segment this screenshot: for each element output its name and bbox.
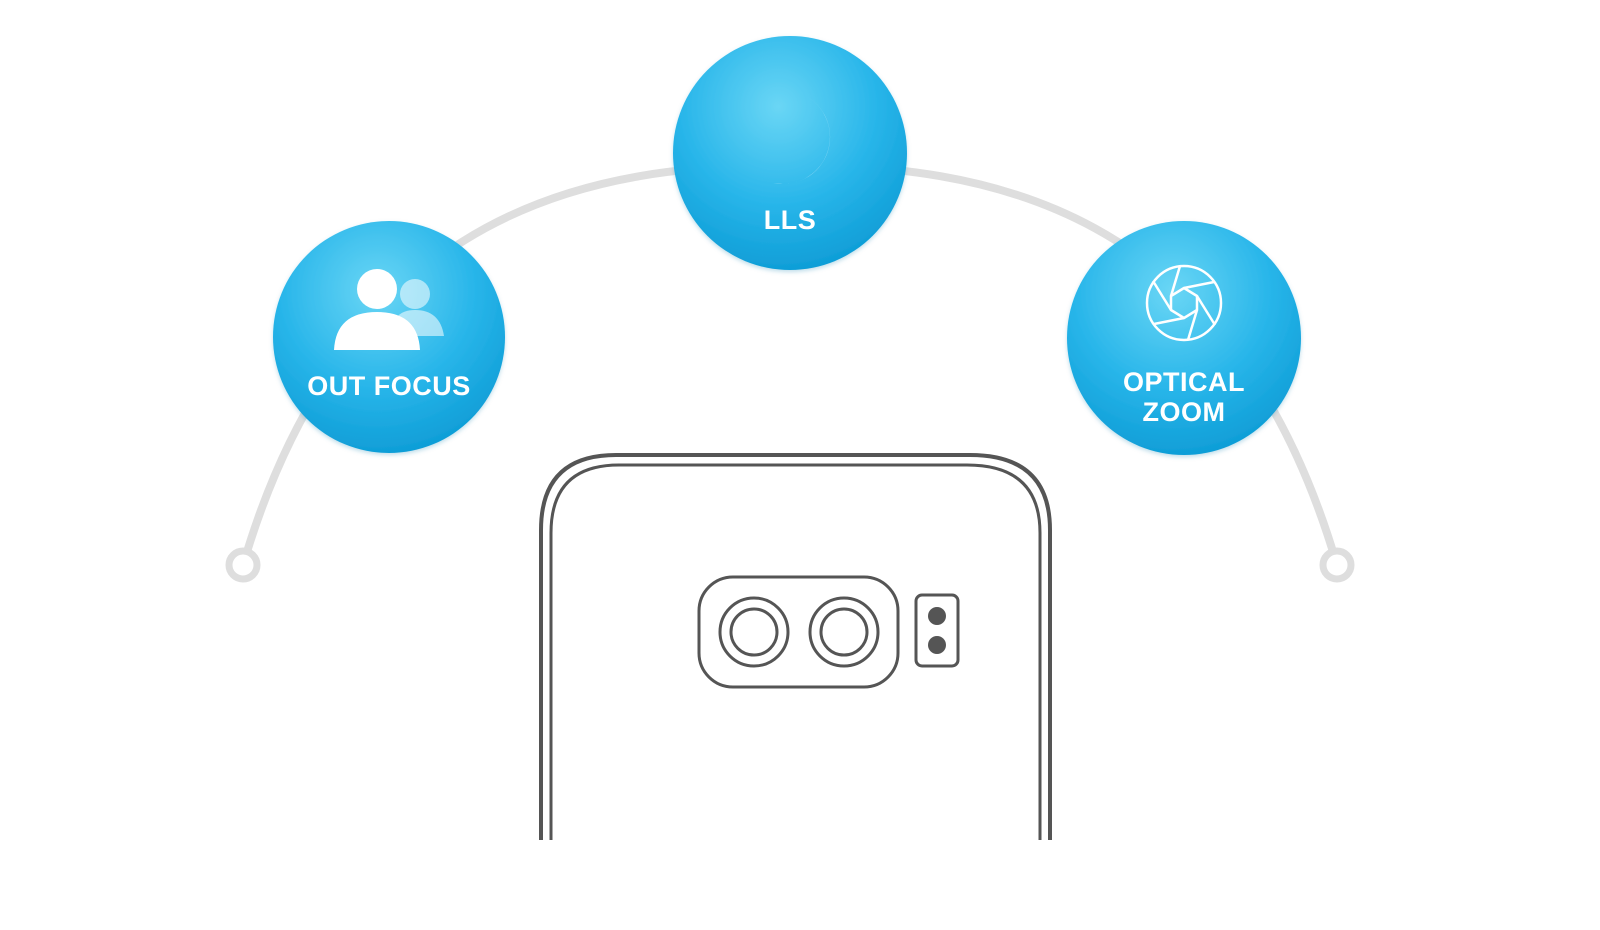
flash-module	[914, 593, 960, 668]
optical-zoom-label-line1: OPTICAL	[1123, 367, 1245, 397]
dual-camera-module	[697, 575, 900, 689]
people-icon	[334, 269, 444, 350]
lls-label: LLS	[764, 205, 817, 235]
optical-zoom-label-line2: ZOOM	[1143, 397, 1226, 427]
out-focus-label: OUT FOCUS	[307, 371, 471, 401]
aperture-icon	[1145, 264, 1223, 342]
optical-zoom-bubble: OPTICAL ZOOM	[1067, 221, 1301, 455]
lls-bubble: LLS	[673, 36, 907, 270]
arc-endpoint-left	[225, 547, 261, 583]
camera-lens-right	[808, 596, 880, 668]
arc-endpoint-right	[1319, 547, 1355, 583]
camera-lens-left	[718, 596, 790, 668]
out-focus-bubble: OUT FOCUS	[273, 221, 505, 453]
phone-outline	[539, 453, 1052, 840]
